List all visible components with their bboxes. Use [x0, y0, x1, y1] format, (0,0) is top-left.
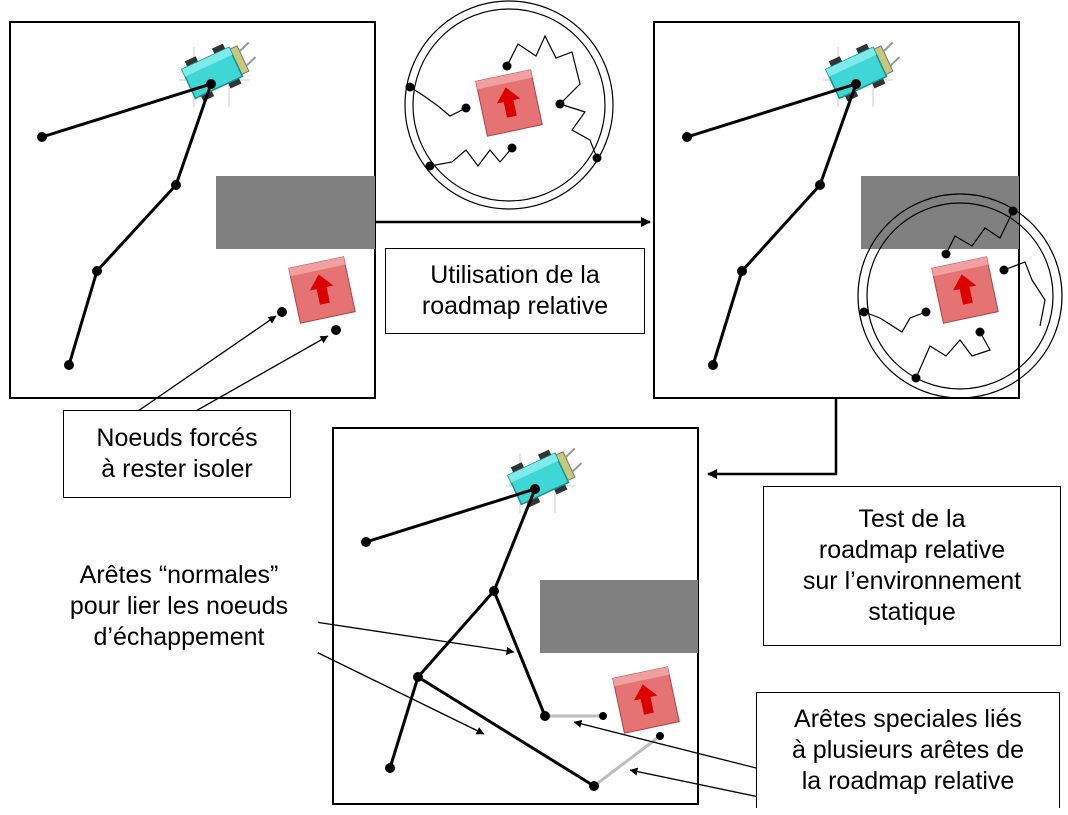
panel-static-test — [653, 21, 1063, 399]
static-obstacle — [216, 176, 375, 249]
relative-roadmap — [404, 0, 614, 210]
label-forced-nodes: Noeuds forcés à rester isoler — [63, 410, 291, 498]
mobile-obstacle-icon — [612, 666, 680, 734]
panel-initial-roadmap — [9, 21, 376, 399]
mobile-obstacle-icon — [931, 256, 999, 324]
static-obstacle — [540, 580, 698, 653]
label-static-test: Test de la roadmap relative sur l’enviro… — [763, 486, 1061, 646]
label-relative-use: Utilisation de la roadmap relative — [385, 248, 645, 334]
static-obstacle — [861, 176, 1019, 249]
annotation-arrows — [124, 315, 765, 799]
label-normal-edges: Arêtes “normales” pour lier les noeuds d… — [40, 560, 318, 653]
mobile-obstacle-icon — [288, 256, 356, 324]
mobile-obstacle-icon — [475, 69, 543, 137]
panel-result-roadmap — [332, 427, 699, 805]
label-special-edges: Arêtes speciales liés à plusieurs arêtes… — [756, 692, 1060, 808]
special-edges — [545, 714, 661, 788]
isolated-node — [331, 325, 341, 335]
flow-arrows — [375, 217, 838, 479]
isolated-node — [277, 307, 287, 317]
